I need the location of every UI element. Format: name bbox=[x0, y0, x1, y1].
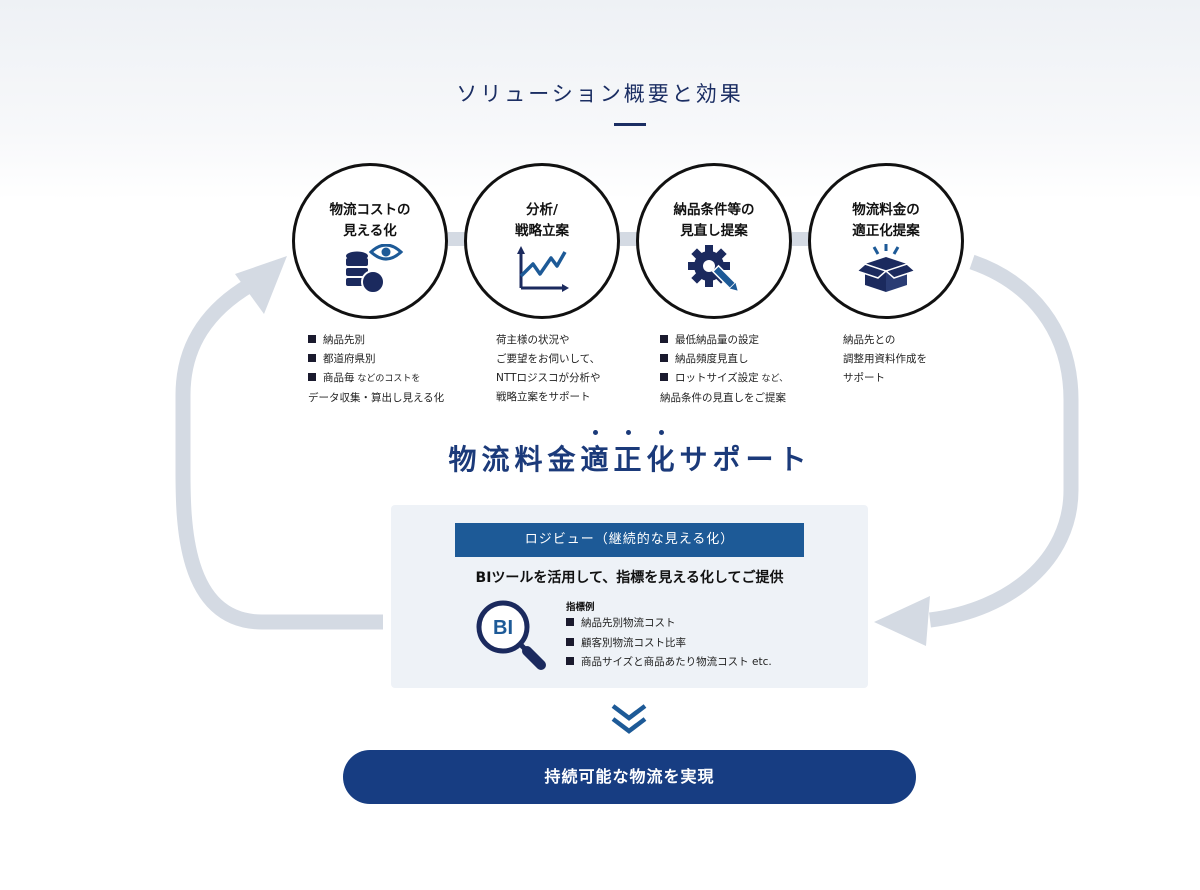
step-title-line: 戦略立案 bbox=[515, 223, 569, 239]
bi-icon-text: BI bbox=[493, 617, 513, 639]
right-cycle-arrow bbox=[874, 254, 1079, 646]
description-suffix: などのコストを bbox=[354, 374, 421, 384]
logiview-subtitle: BIツールを活用して、指標を見える化してご提供 bbox=[475, 570, 784, 586]
database-eye-icon bbox=[346, 244, 404, 294]
description-text: 納品条件の見直しをご提案 bbox=[660, 392, 786, 404]
description-text: 納品頻度見直し bbox=[675, 353, 749, 365]
step-review-conditions: 納品条件等の 見直し提案 bbox=[636, 163, 792, 319]
description-row: ご要望をお伺いして、 bbox=[496, 353, 601, 365]
step-title-line: 物流料金の bbox=[852, 202, 920, 218]
description-row: 都道府県別 bbox=[308, 350, 444, 369]
bi-magnifier-icon: BI bbox=[476, 600, 546, 670]
step-analysis-strategy: 分析/ 戦略立案 bbox=[464, 163, 620, 319]
bullet-square-icon bbox=[308, 335, 316, 343]
description-text: データ収集・算出し見える化 bbox=[308, 392, 445, 404]
bullet-square-icon bbox=[660, 354, 668, 362]
description-text: 納品先別 bbox=[323, 334, 365, 346]
description-row: 納品頻度見直し bbox=[660, 350, 788, 369]
gear-pencil-icon bbox=[688, 245, 738, 291]
step-title-line: 見える化 bbox=[343, 223, 397, 239]
description-row: 調整用資料作成を bbox=[843, 353, 927, 365]
step-title-line: 分析/ bbox=[526, 202, 558, 218]
description-text: 商品毎 bbox=[323, 372, 355, 384]
metric-item: 商品サイズと商品あたり物流コスト etc. bbox=[566, 653, 772, 673]
description-text: 都道府県別 bbox=[323, 353, 376, 365]
left-cycle-arrow bbox=[175, 256, 383, 630]
metric-text: 納品先別物流コスト bbox=[581, 617, 676, 629]
description-suffix: など、 bbox=[758, 374, 789, 384]
description-text: ロットサイズ設定 bbox=[675, 372, 759, 384]
description-text: 最低納品量の設定 bbox=[675, 334, 759, 346]
title-underline bbox=[614, 123, 646, 126]
step-title: 分析/ 戦略立案 bbox=[467, 200, 617, 242]
description-row: 荷主様の状況や bbox=[496, 334, 570, 346]
logiview-header: ロジビュー（継続的な見える化） bbox=[455, 523, 804, 557]
step-title: 物流料金の 適正化提案 bbox=[811, 200, 961, 242]
bullet-square-icon bbox=[566, 637, 574, 646]
description-row: ロットサイズ設定 など、 bbox=[660, 369, 788, 389]
step-title-line: 物流コストの bbox=[329, 202, 411, 218]
description-row: NTTロジスコが分析や bbox=[496, 372, 601, 384]
section-title: ソリューション概要と効果 bbox=[456, 82, 744, 106]
metric-item: 納品先別物流コスト bbox=[566, 614, 772, 634]
step-title-line: 見直し提案 bbox=[680, 223, 748, 239]
emphasis-char: 正 bbox=[613, 430, 646, 478]
support-title: 物流料金適正化サポート bbox=[0, 430, 1200, 478]
step-rate-optimization: 物流料金の 適正化提案 bbox=[808, 163, 964, 319]
step-description: 荷主様の状況や ご要望をお伺いして、 NTTロジスコが分析や 戦略立案をサポート bbox=[496, 331, 601, 407]
description-row: 最低納品量の設定 bbox=[660, 331, 788, 350]
support-title-text: 物流料金 bbox=[448, 443, 581, 476]
emphasis-char: 適 bbox=[580, 430, 613, 478]
double-chevron-down-icon bbox=[611, 704, 647, 734]
bullet-square-icon bbox=[308, 354, 316, 362]
step-description: 最低納品量の設定 納品頻度見直し ロットサイズ設定 など、 納品条件の見直しをご… bbox=[660, 331, 788, 408]
description-row: 納品条件の見直しをご提案 bbox=[660, 389, 788, 408]
step-description: 納品先別 都道府県別 商品毎 などのコストを データ収集・算出し見える化 bbox=[308, 331, 444, 408]
metric-text: 商品サイズと商品あたり物流コスト etc. bbox=[581, 656, 772, 668]
description-row: サポート bbox=[843, 372, 885, 384]
metric-text: 顧客別物流コスト比率 bbox=[581, 636, 686, 649]
description-row: 納品先別 bbox=[308, 331, 444, 350]
open-box-icon bbox=[855, 244, 917, 292]
metrics-list: 納品先別物流コスト 顧客別物流コスト比率 商品サイズと商品あたり物流コスト et… bbox=[566, 614, 772, 673]
sustainable-logistics-banner: 持続可能な物流を実現 bbox=[343, 750, 916, 804]
metric-item: 顧客別物流コスト比率 bbox=[566, 634, 772, 654]
emphasis-char: 化 bbox=[647, 430, 680, 478]
bullet-square-icon bbox=[566, 657, 574, 665]
step-description: 納品先との 調整用資料作成を サポート bbox=[843, 331, 927, 388]
step-title-line: 納品条件等の bbox=[673, 202, 755, 218]
bullet-square-icon bbox=[660, 335, 668, 343]
bullet-square-icon bbox=[566, 618, 574, 626]
step-title: 物流コストの 見える化 bbox=[295, 200, 445, 242]
bullet-square-icon bbox=[308, 373, 316, 381]
description-row: 商品毎 などのコストを bbox=[308, 369, 444, 389]
metrics-label: 指標例 bbox=[566, 602, 595, 613]
description-row: 納品先との bbox=[843, 334, 896, 346]
logiview-panel: ロジビュー（継続的な見える化） BIツールを活用して、指標を見える化してご提供 … bbox=[391, 505, 868, 688]
step-title-line: 適正化提案 bbox=[852, 223, 920, 239]
support-title-text: サポート bbox=[679, 443, 812, 476]
description-row: データ収集・算出し見える化 bbox=[308, 389, 444, 408]
step-visualize-cost: 物流コストの 見える化 bbox=[292, 163, 448, 319]
description-row: 戦略立案をサポート bbox=[496, 391, 591, 403]
step-title: 納品条件等の 見直し提案 bbox=[639, 200, 789, 242]
trend-chart-icon bbox=[517, 246, 569, 292]
bullet-square-icon bbox=[660, 373, 668, 381]
